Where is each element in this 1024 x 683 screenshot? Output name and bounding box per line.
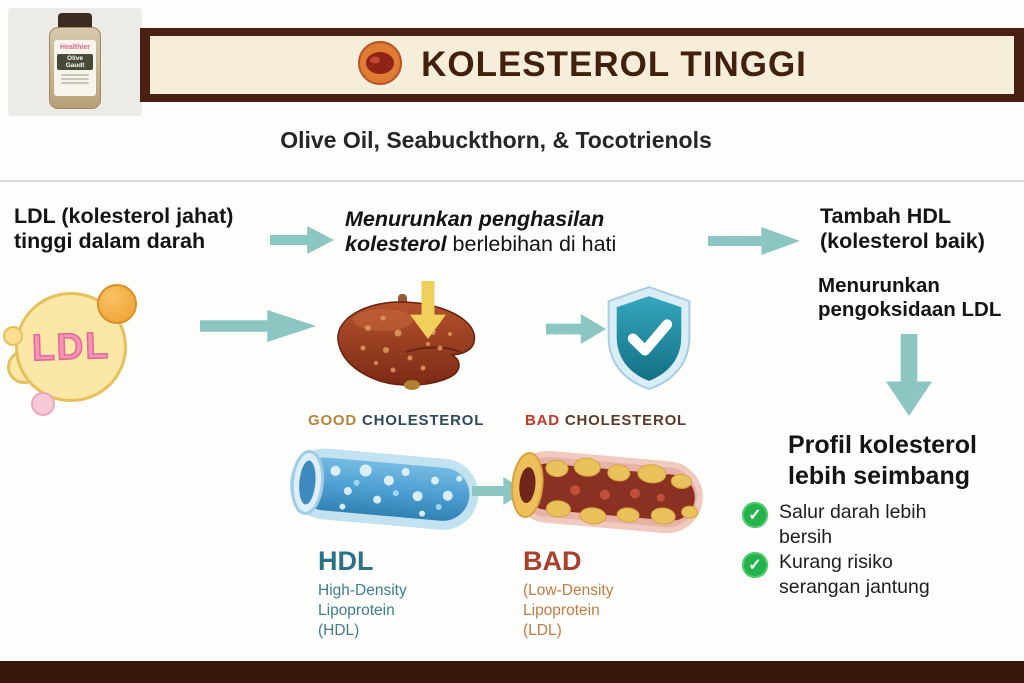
bottle-cap (58, 13, 92, 29)
product-bottle-illustration: Healthier Olive Gaudt (49, 13, 101, 111)
arrow-right-icon (200, 310, 316, 342)
arrow-right-icon (546, 314, 606, 344)
shield-check-icon (602, 284, 696, 392)
bad-title: BAD (523, 546, 582, 576)
arrow-right-icon (708, 227, 800, 255)
hdl-vessel-illustration (282, 430, 482, 550)
product-image-box: Healthier Olive Gaudt (8, 8, 142, 116)
good-cholesterol-label: GOOD CHOLESTEROL (308, 412, 485, 429)
bottle-product-name: Olive Gaudt (57, 54, 93, 70)
artery-icon (357, 40, 403, 91)
mechanism-text: Menurunkan penghasilan kolesterol berleb… (345, 207, 617, 257)
footer-bar (0, 661, 1024, 683)
hdl-increase-text: Tambah HDL (kolesterol baik) (820, 204, 985, 254)
bad-text-block: BAD (Low-Density Lipoprotein (LDL) (523, 546, 614, 640)
bottle-label-lines (61, 74, 89, 84)
header-panel: KOLESTEROL TINGGI (150, 36, 1014, 94)
result-title: Profil kolesterol lebih seimbang (788, 431, 977, 490)
arrow-right-icon (270, 226, 334, 254)
bottle-brand: Healthier (60, 44, 90, 51)
benefit-item: ✓ Salur darah lebih bersih (742, 500, 969, 550)
oxidation-text: Menurunkan pengoksidaan LDL (818, 274, 1002, 322)
subtitle: Olive Oil, Seabuckthorn, & Tocotrienols (280, 127, 712, 153)
divider-line (0, 180, 1024, 182)
benefit-text: Salur darah lebih bersih (779, 501, 927, 548)
liver-illustration (328, 288, 480, 400)
hdl-title: HDL (318, 546, 374, 576)
arrow-down-icon (886, 334, 932, 416)
bottle-label: Healthier Olive Gaudt (54, 40, 96, 96)
hdl-text-block: HDL High-Density Lipoprotein (HDL) (318, 546, 407, 640)
page-title: KOLESTEROL TINGGI (421, 45, 807, 84)
ldl-blob-label: LDL (31, 324, 112, 369)
ldl-molecule-illustration: LDL (3, 282, 143, 417)
cause-text: LDL (kolesterol jahat) tinggi dalam dara… (14, 204, 234, 254)
benefit-text: Kurang risiko serangan jantung (779, 551, 930, 598)
header: KOLESTEROL TINGGI (140, 28, 1024, 102)
check-icon: ✓ (742, 502, 768, 528)
check-icon: ✓ (742, 552, 768, 578)
ldl-vessel-illustration (505, 433, 710, 553)
benefit-item: ✓ Kurang risiko serangan jantung (742, 550, 969, 600)
bottle-body: Healthier Olive Gaudt (49, 27, 101, 109)
bad-cholesterol-label: BAD CHOLESTEROL (525, 412, 688, 429)
